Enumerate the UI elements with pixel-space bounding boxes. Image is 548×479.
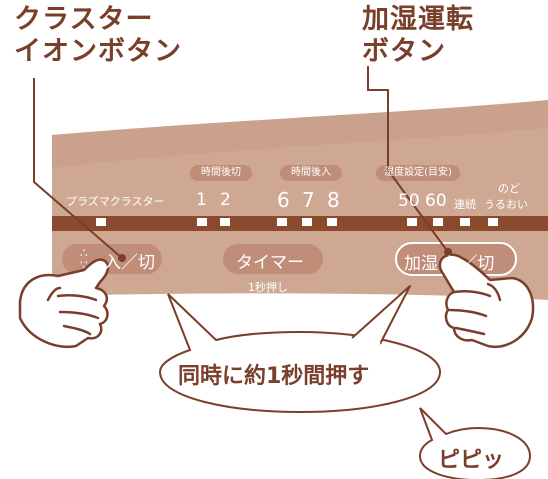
timer-button[interactable] xyxy=(223,244,323,274)
cluster-leader-dot xyxy=(118,254,126,262)
led-timer-1 xyxy=(197,218,207,226)
led-humidity-50 xyxy=(407,218,417,226)
humidify-leader-line xyxy=(367,66,449,253)
timer-on-value-6: 6 xyxy=(277,188,290,212)
cluster-button-caption-line1: クラスター xyxy=(14,4,154,35)
humidify-button-caption-line2: ボタン xyxy=(362,36,446,67)
humidity-value-60: 60 xyxy=(425,191,447,211)
led-timer-7 xyxy=(302,218,312,226)
led-throat xyxy=(488,218,498,226)
instruction-bubble-tail-right xyxy=(351,285,411,345)
throat-label-line1: のど xyxy=(498,182,520,195)
humidity-value-50: 50 xyxy=(398,191,420,211)
timer-off-label: 時間後切 xyxy=(201,167,241,178)
led-humidity-60 xyxy=(433,218,443,226)
instruction-bubble-text: 同時に約1秒間押す xyxy=(178,364,370,389)
timer-off-badge xyxy=(190,165,252,181)
timer-on-label: 時間後入 xyxy=(291,167,331,178)
led-plasma xyxy=(96,218,106,226)
sound-bubble-text: ピピッ xyxy=(438,448,505,473)
sound-bubble xyxy=(418,407,532,479)
humidity-badge xyxy=(376,165,460,181)
timer-on-badge xyxy=(280,165,342,181)
led-continuous xyxy=(460,218,470,226)
humidify-button-caption-line1: 加湿運転 xyxy=(362,4,474,35)
humidity-setting-label: 湿度設定(目安) xyxy=(384,167,452,178)
cluster-button-caption-line2: イオンボタン xyxy=(14,36,182,67)
throat-label-line2: うるおい xyxy=(484,198,528,211)
led-strip xyxy=(52,216,548,231)
led-timer-6 xyxy=(277,218,287,226)
panel-top-band xyxy=(52,100,548,168)
cluster-leader-line xyxy=(33,78,123,259)
instruction-bubble xyxy=(158,293,442,414)
cluster-button-label: 入／切 xyxy=(104,253,155,273)
continuous-label: 連続 xyxy=(454,198,476,211)
timer-hint: 1秒押し xyxy=(248,281,288,294)
led-timer-2 xyxy=(220,218,230,226)
right-hand-icon xyxy=(438,253,535,349)
cluster-icon: ∴∵ xyxy=(80,246,88,272)
timer-button-label: タイマー xyxy=(236,253,304,273)
timer-on-value-8: 8 xyxy=(327,188,340,212)
timer-off-value-1: 1 xyxy=(196,190,207,210)
indicator-lights xyxy=(96,218,498,226)
plasma-cluster-label: プラズマクラスター xyxy=(66,195,165,208)
left-hand-icon xyxy=(18,258,110,349)
timer-off-value-2: 2 xyxy=(220,190,231,210)
led-timer-8 xyxy=(327,218,337,226)
timer-on-value-7: 7 xyxy=(302,188,315,212)
humidify-button-label: 加湿 入／切 xyxy=(404,254,495,274)
